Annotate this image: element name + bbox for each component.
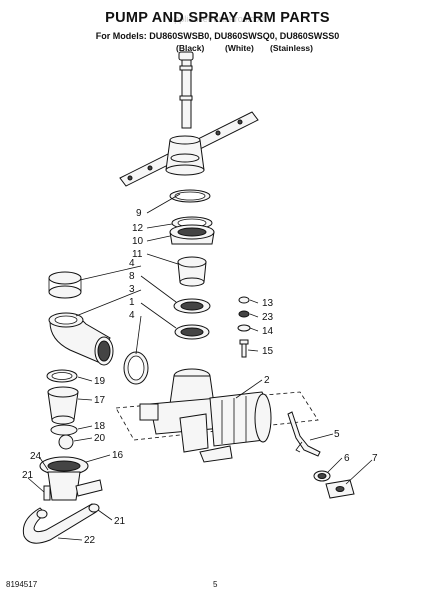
callout-15: 15 (262, 346, 274, 357)
part-7-plate (325, 479, 355, 499)
part-20-ball (58, 434, 74, 450)
spray-arm-assembly (119, 51, 259, 187)
callout-13: 13 (262, 298, 274, 309)
callout-2: 2 (264, 375, 270, 386)
callout-5: 5 (334, 429, 340, 440)
callout-14: 14 (262, 326, 274, 337)
callout-6: 6 (344, 453, 350, 464)
part-4-clamp-upper (48, 271, 82, 299)
callout-18: 18 (94, 421, 106, 432)
leader-lines (27, 193, 373, 541)
part-11-cylinder (177, 256, 207, 287)
callout-10: 10 (132, 236, 144, 247)
part-5-bracket (287, 411, 321, 457)
page-number: 5 (213, 580, 218, 589)
callout-9: 9 (136, 208, 142, 219)
callout-19: 19 (94, 376, 106, 387)
part-22-hose (22, 503, 100, 544)
part-2-pump-motor (115, 368, 319, 463)
part-6-grommet (313, 470, 331, 482)
document-number: 8194517 (6, 580, 38, 589)
callout-22: 22 (84, 535, 96, 546)
callout-23: 23 (262, 312, 274, 323)
callout-4a: 4 (129, 258, 135, 269)
callout-labels: 9 12 10 11 4 8 3 1 4 13 23 14 15 2 19 17… (22, 208, 378, 546)
variant-white: (White) (225, 43, 254, 53)
models-line: For Models: DU860SWSB0, DU860SWSQ0, DU86… (95, 31, 340, 41)
callout-1: 1 (129, 297, 135, 308)
callout-11: 11 (132, 249, 143, 260)
part-4-clamp-lower (123, 351, 149, 385)
part-17-filter (47, 386, 79, 425)
part-1-ring (174, 324, 210, 340)
variant-stainless: (Stainless) (270, 43, 313, 53)
part-8-seal (173, 298, 211, 314)
callout-4b: 4 (129, 310, 135, 321)
fasteners (237, 296, 251, 358)
callout-16: 16 (112, 450, 124, 461)
part-3-elbow (48, 312, 114, 366)
callout-21b: 21 (114, 516, 126, 527)
part-10-housing (169, 224, 215, 245)
part-16-sump (39, 456, 103, 501)
part-18-ring (50, 424, 78, 436)
part-9-clip (169, 189, 211, 203)
callout-3: 3 (129, 284, 135, 295)
callout-12: 12 (132, 223, 144, 234)
watermark: AppliancePartsPros.com (168, 14, 267, 24)
callout-7: 7 (372, 453, 378, 464)
callout-17: 17 (94, 395, 106, 406)
page-title: PUMP AND SPRAY ARM PARTS (105, 10, 330, 26)
callout-20: 20 (94, 433, 106, 444)
callout-24: 24 (30, 451, 42, 462)
variant-black: (Black) (176, 43, 205, 53)
callout-8: 8 (129, 271, 135, 282)
part-19-ring (46, 369, 78, 383)
callout-21a: 21 (22, 470, 34, 481)
